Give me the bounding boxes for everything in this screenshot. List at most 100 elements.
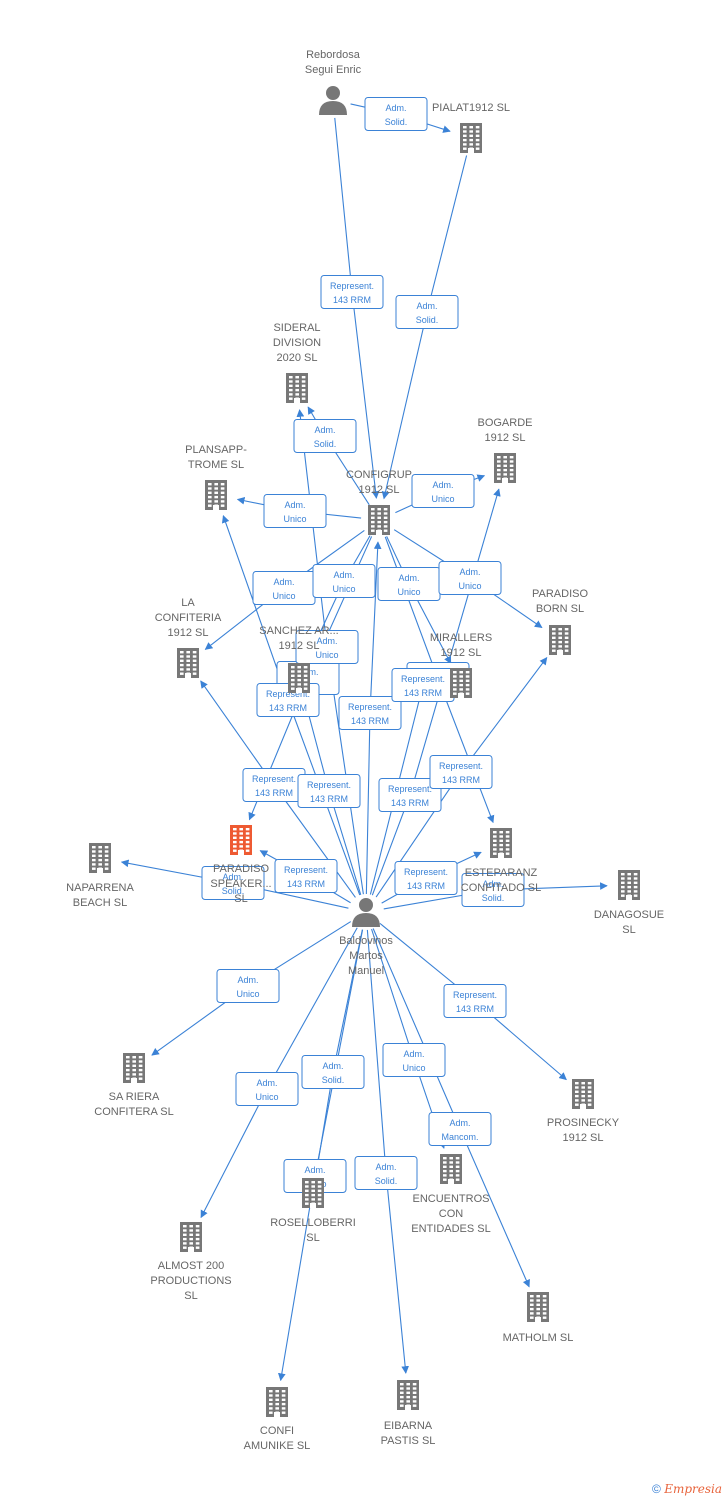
node-label: PRODUCTIONS [150,1275,231,1287]
edge-label-configrup-to-plansapp[interactable]: Adm.Unico [263,494,327,528]
building-icon [572,1079,594,1109]
node-label: Baldovinos [339,935,393,947]
edge-label-text: Unico [332,584,355,594]
edge-label-text: Represent. [404,867,448,877]
edge-label-box [338,696,402,730]
edge-label-baldovinos-to-matholm[interactable]: Adm.Mancom. [428,1112,492,1146]
edge-label-pialat-to-configrup[interactable]: Adm.Solid. [395,295,459,329]
edge-label-text: Represent. [252,774,296,784]
edge-label-baldovinos-to-sanchez[interactable]: Represent.143 RRM [297,774,361,808]
edge-label-box [274,859,338,893]
edge-label-baldovinos-to-esteparanz[interactable]: Represent.143 RRM [394,861,458,895]
edge-label-text: 143 RRM [442,775,480,785]
edge-label-text: Adm. [222,872,243,882]
edge-label-text: Adm. [316,636,337,646]
edge-label-text: Solid. [375,1176,398,1186]
edge-label-box [312,564,376,598]
edge-label-box [293,419,357,453]
edge-label-box [461,873,525,907]
edge-label-text: Solid. [416,315,439,325]
edge-label-text: Adm. [398,573,419,583]
node-pialat[interactable]: PIALAT1912 SL [432,102,510,153]
node-label: LA [181,597,195,609]
node-label: DANAGOSUE [594,909,664,921]
building-icon [230,825,252,855]
edge-label-configrup-to-paradiso_born[interactable]: Adm.Unico [438,561,502,595]
edge-label-baldovinos-to-prosinecky[interactable]: Represent.143 RRM [443,984,507,1018]
edge-label-baldovinos-to-sa_riera[interactable]: Adm.Unico [216,969,280,1003]
edge-label-text: Adm. [459,567,480,577]
edge-label-baldovinos-to-la_confiteria[interactable]: Represent.143 RRM [242,768,306,802]
node-label: PARADISO [213,863,269,875]
building-icon [266,1387,288,1417]
building-icon [302,1178,324,1208]
edge-label-baldovinos-to-sideral[interactable]: Adm.Unico [295,630,359,664]
edge-label-configrup-to-sideral[interactable]: Adm.Solid. [293,419,357,453]
edge-label-text: 143 RRM [351,716,389,726]
edge-label-baldovinos-to-bogarde[interactable]: Represent.143 RRM [378,778,442,812]
footer-brand[interactable]: © Empresia [652,1482,722,1496]
edge-label-configrup-to-mirallers[interactable]: Adm.Unico [377,567,441,601]
node-label: SL [306,1232,319,1244]
node-matholm[interactable]: MATHOLM SL [503,1292,574,1344]
edge-label-text: Adm. [333,570,354,580]
edge-label-baldovinos-to-eibarna[interactable]: Adm.Solid. [354,1156,418,1190]
edge-label-baldovinos-to-configrup[interactable]: Represent.143 RRM [338,696,402,730]
edge-label-baldovinos-to-encuentros[interactable]: Adm.Unico [382,1043,446,1077]
edge-label-baldovinos-to-almost200[interactable]: Adm.Unico [235,1072,299,1106]
building-icon [490,828,512,858]
edge-label-rebordosa-to-configrup[interactable]: Represent.143 RRM [320,275,384,309]
edge-label-configrup-to-la_confiteria[interactable]: Adm.Unico [252,571,316,605]
edge-label-box [354,1156,418,1190]
edge-label-box [394,861,458,895]
edge-label-box [443,984,507,1018]
edge-label-text: Solid. [482,893,505,903]
building-icon [368,505,390,535]
node-label: MATHOLM SL [503,1332,574,1344]
edge-label-text: Represent. [439,761,483,771]
building-icon [205,480,227,510]
edge-label-text: Unico [236,989,259,999]
edge-label-baldovinos-to-naparrena[interactable]: Adm.Solid. [201,866,265,900]
edge-label-baldovinos-to-mirallers[interactable]: Represent.143 RRM [391,668,455,702]
edge-label-baldovinos-to-paradiso_born[interactable]: Represent. 143 RRM [429,755,493,789]
edge-label-baldovinos-to-danagosue[interactable]: Adm.Solid. [461,873,525,907]
node-sanchez[interactable]: SANCHEZ AR...1912 SL [259,625,339,693]
edge-label-text: 143 RRM [269,703,307,713]
edge-label-box [297,774,361,808]
node-plansapp[interactable]: PLANSAPP-TROME SL [185,444,247,510]
node-label: DIVISION [273,337,321,349]
edge-label-baldovinos-to-paradiso_speaker[interactable]: Represent.143 RRM [274,859,338,893]
edge-label-rebordosa-to-pialat[interactable]: Adm.Solid. [364,97,428,131]
edge-labels-layer: Adm.Solid.Represent.143 RRMAdm.Solid.Adm… [201,97,525,1193]
edge-label-text: Represent. [388,784,432,794]
edge-label-text: Solid. [385,117,408,127]
edge-label-text: Adm. [256,1078,277,1088]
node-label: CONFI [260,1425,294,1437]
edge-label-configrup-to-sanchez[interactable]: Adm. Unico [312,564,376,598]
edge-label-baldovinos-to-roselloberri[interactable]: Adm.Solid. [301,1055,365,1089]
node-label: BORN SL [536,603,584,615]
edge-label-configrup-to-bogarde[interactable]: Adm.Unico [411,474,475,508]
node-label: SANCHEZ AR... [259,625,338,637]
building-icon [89,843,111,873]
